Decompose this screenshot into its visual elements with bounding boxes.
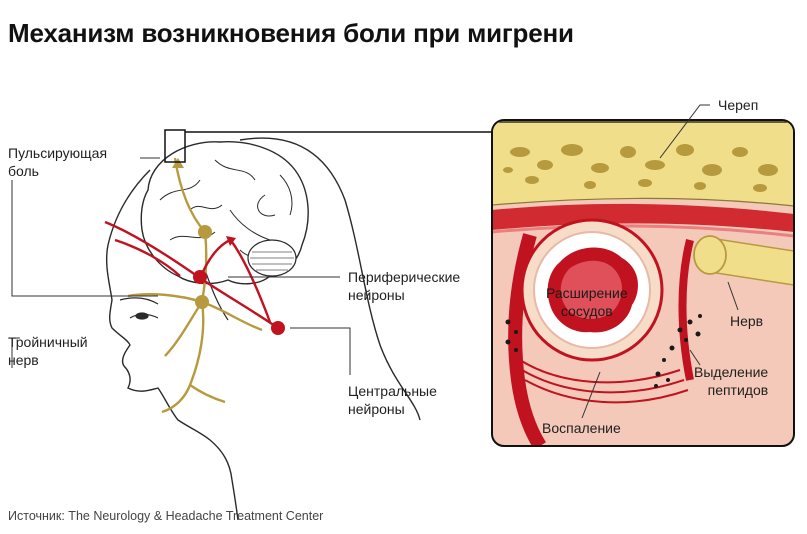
leader-lines xyxy=(11,157,351,375)
peripheral-neuron-dot xyxy=(193,270,207,284)
head-profile xyxy=(105,137,421,521)
label-pulsating-pain: Пульсирующая боль xyxy=(8,145,108,179)
zoom-box xyxy=(164,129,186,163)
zoomed-inset xyxy=(491,104,795,447)
label-trigeminal-nerve: Тройничный нерв xyxy=(8,334,88,368)
nerve-cylinder xyxy=(693,235,793,287)
label-skull: Череп xyxy=(718,97,759,113)
central-neuron-dot xyxy=(271,321,285,335)
trigeminal-ganglion-upper xyxy=(198,225,212,239)
label-vasodilation: Расширение сосудов xyxy=(546,285,628,319)
label-inflammation: Воспаление xyxy=(542,420,621,436)
peptide-dots xyxy=(505,314,702,388)
label-peripheral-neurons: Периферические нейроны xyxy=(348,269,461,303)
label-nerve: Нерв xyxy=(730,313,764,329)
label-peptide-release: Выделение пептидов xyxy=(694,364,769,398)
bone-pores xyxy=(503,144,778,192)
face-details xyxy=(119,297,159,320)
diagram-title: Механизм возникновения боли при мигрени xyxy=(8,18,574,48)
source-note: Источник: The Neurology & Headache Treat… xyxy=(8,509,324,523)
dilated-vessel xyxy=(520,218,664,362)
pain-arrow-up-icon xyxy=(172,158,184,168)
trigeminal-ganglion xyxy=(195,295,209,309)
label-central-neurons: Центральные нейроны xyxy=(348,383,437,417)
pain-arrow-icon xyxy=(226,236,236,246)
brain xyxy=(140,141,309,321)
